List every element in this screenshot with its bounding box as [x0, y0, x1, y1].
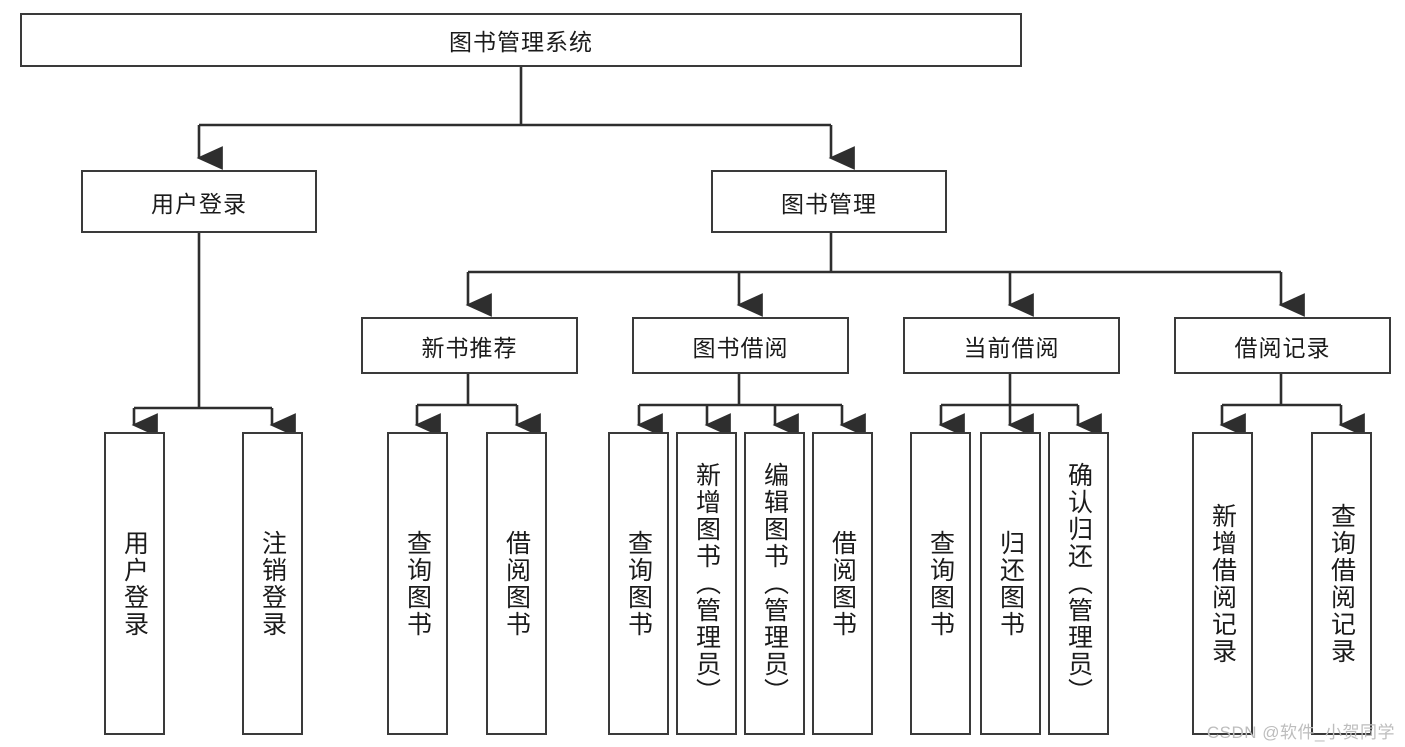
node-borrow-record-label: 借阅记录	[1234, 334, 1331, 361]
node-book-borrow-label: 图书借阅	[692, 334, 789, 361]
leaf-book-borrow-add-book[interactable]: 新增图书（管理员）	[676, 432, 737, 735]
node-current-borrow-label: 当前借阅	[963, 334, 1060, 361]
leaf-book-borrow-query-book[interactable]: 查询图书	[608, 432, 669, 735]
node-new-book-recommend-label: 新书推荐	[421, 334, 518, 361]
leaf-label: 新增借阅记录	[1208, 502, 1237, 665]
leaf-current-borrow-query-book[interactable]: 查询图书	[910, 432, 971, 735]
node-borrow-record[interactable]: 借阅记录	[1174, 317, 1391, 374]
leaf-label: 借阅图书	[828, 529, 857, 638]
node-new-book-recommend[interactable]: 新书推荐	[361, 317, 578, 374]
watermark: CSDN @软件_小贺同学	[1206, 723, 1395, 742]
leaf-label: 编辑图书（管理员）	[760, 462, 789, 705]
leaf-label: 注销登录	[258, 529, 287, 638]
node-root-label: 图书管理系统	[449, 29, 593, 55]
node-current-borrow[interactable]: 当前借阅	[903, 317, 1120, 374]
node-book-management-label: 图书管理	[781, 190, 877, 217]
leaf-new-book-borrow-book[interactable]: 借阅图书	[486, 432, 547, 735]
leaf-user-login-logout[interactable]: 注销登录	[242, 432, 303, 735]
leaf-borrow-record-add-record[interactable]: 新增借阅记录	[1192, 432, 1253, 735]
leaf-label: 借阅图书	[502, 529, 531, 638]
leaf-borrow-record-query-record[interactable]: 查询借阅记录	[1311, 432, 1372, 735]
leaf-current-borrow-confirm-return[interactable]: 确认归还（管理员）	[1048, 432, 1109, 735]
node-root[interactable]: 图书管理系统	[20, 13, 1022, 67]
node-book-borrow[interactable]: 图书借阅	[632, 317, 849, 374]
leaf-label: 归还图书	[996, 529, 1025, 638]
leaf-label: 查询图书	[926, 529, 955, 638]
leaf-book-borrow-borrow-book[interactable]: 借阅图书	[812, 432, 873, 735]
leaf-current-borrow-return-book[interactable]: 归还图书	[980, 432, 1041, 735]
leaf-label: 新增图书（管理员）	[692, 462, 721, 705]
node-user-login-label: 用户登录	[151, 190, 247, 217]
leaf-label: 查询图书	[624, 529, 653, 638]
leaf-label: 确认归还（管理员）	[1064, 462, 1093, 705]
leaf-label: 用户登录	[120, 529, 149, 638]
leaf-user-login-login[interactable]: 用户登录	[104, 432, 165, 735]
node-user-login[interactable]: 用户登录	[81, 170, 317, 233]
leaf-book-borrow-edit-book[interactable]: 编辑图书（管理员）	[744, 432, 805, 735]
leaf-label: 查询借阅记录	[1327, 502, 1356, 665]
leaf-label: 查询图书	[403, 529, 432, 638]
leaf-new-book-query-book[interactable]: 查询图书	[387, 432, 448, 735]
node-book-management[interactable]: 图书管理	[711, 170, 947, 233]
